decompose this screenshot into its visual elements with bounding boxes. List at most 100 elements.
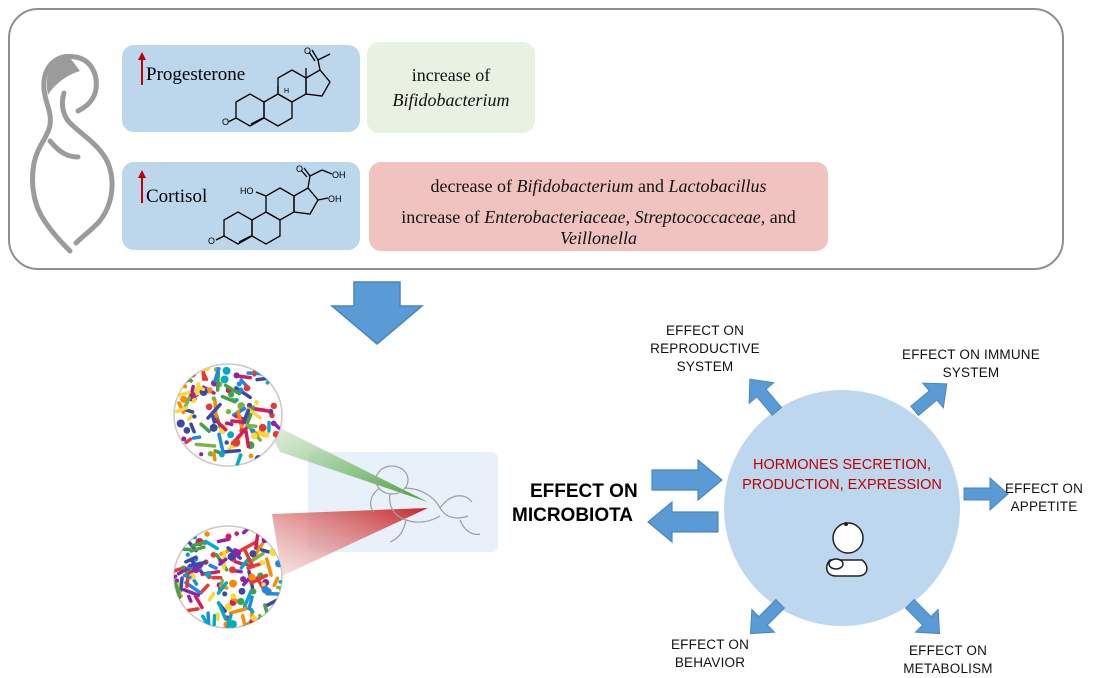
microbe-coccus [227, 431, 235, 439]
chem-label: OH [328, 194, 342, 204]
microbe-rod [223, 383, 242, 396]
microbe-coccus [259, 559, 265, 566]
microbe-rod [239, 558, 250, 570]
microbe-rod [189, 422, 196, 434]
microbe-coccus [209, 423, 218, 432]
microbe-coccus [184, 370, 191, 378]
microbe-rod [268, 370, 277, 376]
microbe-coccus [222, 366, 231, 375]
microbe-rod [216, 601, 228, 621]
microbe-rod [267, 420, 271, 433]
microbe-coccus [186, 528, 192, 534]
chem-label: O [296, 164, 303, 174]
microbe-rod [265, 461, 282, 465]
microbe-coccus [238, 587, 246, 595]
healthy-microbiota-circle [173, 363, 283, 467]
microbe-rod [212, 417, 228, 432]
microbe-rod [184, 437, 193, 445]
arrow-immune-icon [910, 382, 948, 417]
microbe-rod [212, 613, 217, 627]
effect-line: EFFECT ON IMMUNE [902, 347, 1040, 362]
cortisol-effect-line2: increase of Enterobacteriaceae, Streptoc… [369, 205, 828, 230]
microbe-rod [270, 373, 282, 385]
microbe-coccus [240, 576, 247, 583]
microbe-rod [186, 413, 195, 422]
effect-reproductive-label: EFFECT ON REPRODUCTIVE SYSTEM [640, 322, 770, 376]
microbe-coccus [249, 550, 257, 558]
microbe-coccus [250, 428, 256, 434]
microbe-coccus [181, 565, 186, 570]
microbe-rod [189, 384, 195, 396]
cortisol-effect-box [369, 162, 828, 251]
text-span: and [765, 207, 796, 227]
cortisol-structure: O O HO OH OH [208, 164, 346, 246]
effect-line: EFFECT ON [670, 637, 750, 652]
microbe-coccus [219, 451, 225, 458]
microbe-rod [182, 547, 192, 552]
arrow-right-to-hormones-icon [651, 458, 723, 502]
effect-line: EFFECT ON [665, 323, 745, 338]
effect-behavior-label: EFFECT ON BEHAVIOR [650, 636, 770, 672]
microbe-rod [196, 385, 206, 392]
text-span: increase of [401, 207, 485, 227]
microbe-rod [203, 539, 219, 551]
effect-line: EFFECT ON [908, 643, 988, 658]
microbe-coccus [229, 579, 237, 588]
microbe-coccus [238, 387, 244, 393]
effect-on-microbiota-line2: MICROBIOTA [512, 505, 634, 526]
microbe-coccus [248, 573, 256, 581]
microbe-coccus [204, 531, 210, 537]
chem-label: HO [240, 186, 254, 196]
microbe-rod [188, 560, 208, 568]
cortisol-effect-line3: Veillonella [560, 228, 637, 248]
microbe-rod [194, 442, 217, 448]
microbe-coccus [220, 375, 229, 384]
microbe-rod [174, 548, 176, 558]
microbe-coccus [232, 549, 242, 558]
microbe-coccus [261, 585, 270, 594]
microbe-coccus [210, 551, 217, 558]
microbe-coccus [196, 382, 201, 387]
microbe-coccus [183, 427, 191, 434]
microbe-rod [182, 573, 192, 580]
effect-line: SYSTEM [676, 359, 734, 374]
infant-sketch-icon [370, 465, 481, 543]
microbe-coccus [262, 369, 270, 376]
microbe-rod [202, 372, 209, 381]
microbe-coccus [250, 588, 257, 595]
microbe-coccus [227, 391, 235, 398]
microbe-rod [245, 405, 256, 425]
hormones-circle [724, 390, 960, 626]
microbe-rod [207, 591, 216, 602]
microbe-rod [178, 613, 190, 621]
pregnant-woman-icon [30, 53, 115, 254]
chem-label: OH [332, 170, 346, 180]
microbe-coccus [261, 582, 266, 587]
microbe-coccus [230, 593, 237, 600]
microbe-rod [174, 435, 177, 445]
microbe-coccus [176, 419, 185, 428]
microbe-rod [212, 451, 217, 462]
microbe-rod [233, 453, 243, 466]
microbe-coccus [185, 552, 190, 557]
microbe-coccus [236, 381, 242, 387]
microbe-coccus [270, 402, 278, 409]
effect-line: BEHAVIOR [674, 655, 746, 670]
microbe-coccus [181, 436, 187, 442]
effect-line: SYSTEM [942, 365, 1000, 380]
microbe-rod [191, 540, 208, 548]
microbe-rod [253, 407, 271, 413]
cortisol-label: Cortisol [146, 186, 208, 207]
microbe-coccus [266, 616, 273, 623]
microbe-rod [233, 559, 244, 566]
progesterone-effect-text: increase of Bifidobacterium [367, 63, 535, 113]
microbe-coccus [258, 423, 267, 432]
microbe-coccus [250, 432, 258, 440]
microbe-rod [244, 429, 251, 449]
text-span: Enterobacteriaceae, Streptococcaceae, [484, 207, 766, 227]
microbe-rod [264, 598, 279, 608]
microbe-rod [254, 533, 260, 550]
microbe-coccus [272, 380, 278, 387]
microbe-rod [174, 581, 182, 600]
microbe-rod [228, 606, 250, 615]
